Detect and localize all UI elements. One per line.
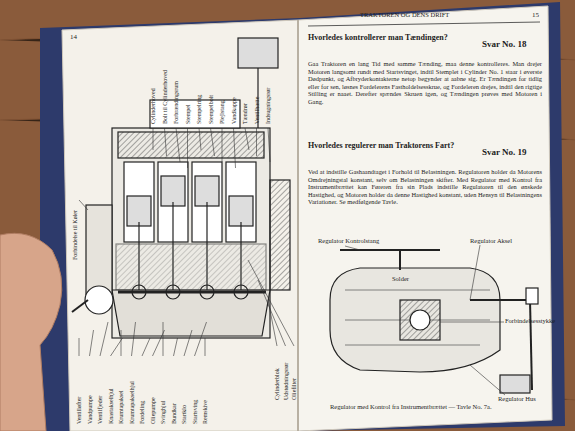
body-text: Gaa Traktoren en lang Tid med samme Tænd… — [308, 60, 542, 105]
leader-line — [79, 338, 80, 356]
hand — [0, 233, 62, 431]
leader-line — [176, 128, 180, 162]
leader-line — [163, 322, 164, 356]
right-page — [298, 6, 552, 431]
question-heading: Hvorledes regulerer man Traktorens Fart? — [308, 142, 458, 151]
leader-line — [100, 322, 108, 356]
part-name: Startklo — [181, 405, 187, 424]
part-name: Krumtapakselhjul — [129, 381, 135, 424]
part-name: Fordeling — [139, 401, 145, 424]
part-name: Plejlstang — [219, 100, 225, 124]
part-name: Udstødningsrør — [283, 363, 289, 400]
leader-line — [245, 128, 249, 150]
figure-caption: Regulator med Kontrol fra Instrumentbræt… — [330, 404, 492, 411]
leader-line — [132, 322, 136, 356]
part-name: Forbindelsesstykke — [505, 318, 555, 325]
leader-line — [153, 128, 154, 150]
part-name: Regulator Hus — [498, 396, 536, 403]
leader-line — [256, 128, 257, 156]
part-name: Oliefilter — [291, 378, 297, 400]
leader-line — [345, 246, 360, 250]
part-name: Vandkappe — [231, 97, 237, 124]
leader-line — [268, 128, 270, 162]
part-name: Forbrændingsrum — [173, 81, 179, 124]
leader-line — [187, 128, 188, 168]
answer-number: Svar No. 19 — [482, 148, 527, 157]
engine-section — [72, 38, 290, 338]
question-heading: Hvorledes kontrollerer man Tændingen? — [308, 34, 458, 43]
header-rule — [308, 22, 540, 26]
part-name: Vandpumpe — [87, 395, 93, 424]
gutter — [297, 20, 299, 431]
leader-line — [211, 128, 215, 156]
part-name: Solder — [392, 276, 409, 283]
left-page — [62, 20, 298, 431]
leader-line — [142, 338, 150, 356]
part-name: Cylinderblok — [274, 368, 280, 400]
part-name: Stempel — [185, 104, 191, 124]
part-name: Tændrør — [242, 103, 248, 124]
page-number: 15 — [532, 12, 539, 19]
part-name: Bolt til Cylinderhoved — [162, 70, 168, 124]
leader-line — [248, 260, 294, 346]
part-name: Indsugningsrør — [265, 88, 271, 124]
leader-line — [184, 330, 192, 356]
leader-line — [90, 330, 94, 356]
page-number: 14 — [70, 34, 77, 41]
leader-line — [222, 128, 223, 162]
part-name: Stempelbolt — [208, 95, 214, 124]
part-name: Startsving — [192, 400, 198, 424]
leader-line — [205, 338, 206, 356]
body-text: Ved at indstille Gashaandtaget i Forhold… — [308, 168, 542, 206]
part-name: Remskive — [202, 400, 208, 424]
answer-number: Svar No. 18 — [482, 40, 527, 49]
leader-line — [470, 365, 505, 395]
leader-line — [79, 200, 88, 210]
part-name: Svinghjul — [160, 401, 166, 424]
part-name: Oliepumpe — [150, 397, 156, 424]
leader-line — [165, 128, 167, 156]
part-name: Regulator Aksel — [470, 238, 512, 245]
part-name: Krumtapaksel — [118, 390, 124, 424]
part-name: Ventilløfter — [76, 397, 82, 424]
leader-line — [199, 128, 201, 150]
part-name: Bundkar — [171, 403, 177, 424]
part-name: Regulator Kontrolstang — [318, 238, 379, 245]
part-name: Ventilhætte — [254, 97, 260, 124]
leader-line — [440, 322, 504, 323]
part-name: Forbindelse til Køler — [72, 210, 78, 260]
book-cover — [40, 2, 565, 431]
part-name: Stempelring — [196, 95, 202, 124]
running-head: TRAKTOREN OG DENS DRIFT — [360, 12, 449, 19]
leader-line — [258, 280, 286, 346]
leader-line — [470, 245, 480, 300]
leader-line — [121, 330, 122, 356]
part-name: Knastakselhjul — [108, 388, 114, 424]
part-name: Ventilfjeder — [97, 396, 103, 424]
part-name: Cylinderhoved — [150, 88, 156, 124]
leader-line — [195, 322, 207, 356]
leader-line — [234, 128, 236, 168]
leader-line — [174, 338, 178, 356]
